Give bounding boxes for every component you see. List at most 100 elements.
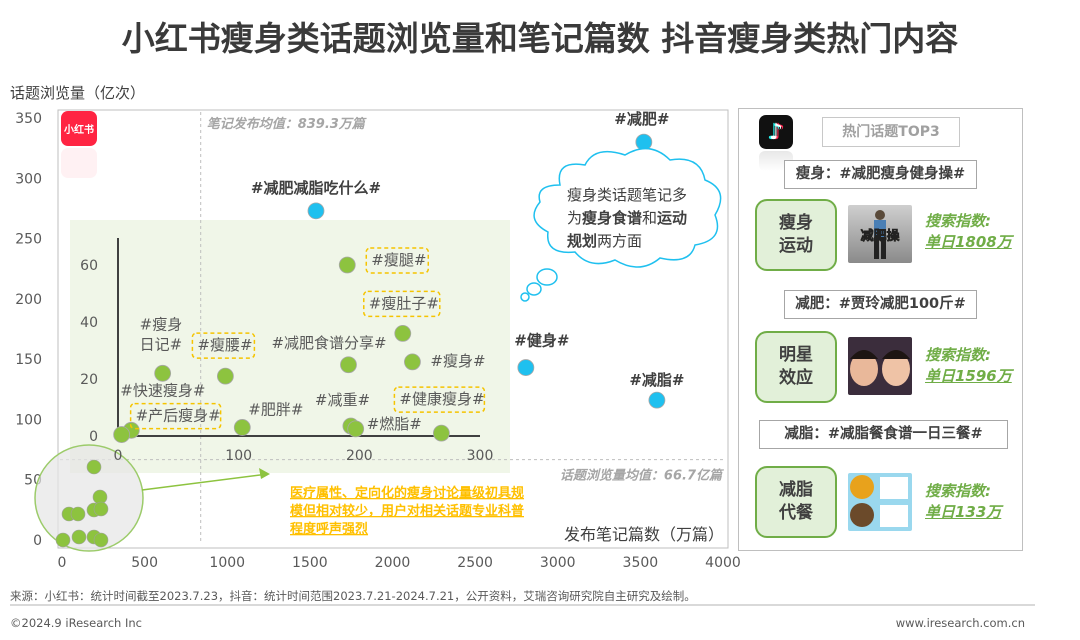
cloud-text-span: 运动 <box>657 209 687 227</box>
data-point[interactable] <box>338 256 356 274</box>
x-tick-label: 3000 <box>540 555 576 571</box>
y-tick-label: 250 <box>15 232 42 248</box>
y-tick-label: 100 <box>15 412 42 428</box>
x-tick-label: 1000 <box>209 555 245 571</box>
point-label: #产后瘦身# <box>136 407 221 425</box>
video-thumbnail-3[interactable] <box>848 473 912 531</box>
cluster-point[interactable] <box>70 506 86 522</box>
data-point[interactable] <box>154 364 172 382</box>
thought-cloud <box>533 147 722 268</box>
point-label: #减肥# <box>614 110 669 128</box>
video-thumbnail-1[interactable]: 减肥操 <box>848 205 912 263</box>
y-tick-label: 0 <box>33 533 42 549</box>
data-point[interactable] <box>432 424 450 442</box>
search-index-2: 搜索指数: 单日1596万 <box>925 345 1012 387</box>
data-point[interactable] <box>347 420 365 438</box>
cluster-point[interactable] <box>86 459 102 475</box>
data-point[interactable] <box>635 133 653 151</box>
y-tick-label: 200 <box>15 292 42 308</box>
topic-title-3: 减脂：#减脂餐食谱一日三餐# <box>759 420 1008 449</box>
x-tick-label: 0 <box>58 555 67 571</box>
point-label: 日记# <box>140 335 183 353</box>
copyright: ©2024.9 iResearch Inc <box>10 616 142 630</box>
point-label: #瘦腰# <box>197 336 252 354</box>
data-point[interactable] <box>404 353 421 371</box>
point-label: #瘦腿# <box>371 251 426 269</box>
logo-reflection <box>61 148 97 178</box>
cloud-text: 为瘦身食谱和运动 <box>567 209 687 227</box>
xiaohongshu-logo-text: 小红书 <box>63 123 94 136</box>
inset-y-tick-label: 20 <box>80 372 98 388</box>
category-line: 代餐 <box>779 503 813 523</box>
y-tick-label: 150 <box>15 352 42 368</box>
y-tick-label: 350 <box>15 111 42 127</box>
data-point[interactable] <box>307 202 325 220</box>
inset-x-tick-label: 100 <box>225 448 252 464</box>
point-label: #减重# <box>315 391 370 409</box>
data-point[interactable] <box>648 391 666 409</box>
mean-label-y: 话题浏览量均值：66.7亿篇 <box>560 468 724 484</box>
x-tick-label: 4000 <box>705 555 741 571</box>
category-line: 效应 <box>779 368 813 388</box>
zoom-arrow <box>141 473 269 491</box>
data-point[interactable] <box>216 367 234 385</box>
data-point[interactable] <box>394 324 412 342</box>
inset-x-tick-label: 200 <box>346 448 373 464</box>
insight-text: 程度呼声强烈 <box>290 521 368 537</box>
cluster-point[interactable] <box>55 532 71 548</box>
x-tick-label: 2500 <box>457 555 493 571</box>
data-point[interactable] <box>233 419 251 436</box>
x-tick-label: 1500 <box>292 555 328 571</box>
point-label: #燃脂# <box>367 415 422 433</box>
meal-icon <box>850 475 908 527</box>
insight-text: 模但相对较少，用户对相关话题专业科普 <box>290 503 524 519</box>
category-line: 明星 <box>779 345 813 365</box>
search-value: 单日1808万 <box>925 233 1012 251</box>
search-label: 搜索指数: <box>925 346 991 364</box>
point-label: #减肥食谱分享# <box>271 334 386 352</box>
category-box-2: 明星效应 <box>755 331 837 403</box>
video-thumbnail-2[interactable] <box>848 337 912 395</box>
point-label: #快速瘦身# <box>120 381 205 399</box>
inset-x-tick-label: 0 <box>114 448 123 464</box>
cloud-bubble <box>536 268 558 286</box>
faces-icon <box>850 350 910 386</box>
point-label: #健身# <box>514 332 569 350</box>
category-line: 减脂 <box>779 480 813 500</box>
point-label: #减肥减脂吃什么# <box>251 179 381 197</box>
data-point[interactable] <box>340 356 357 374</box>
cloud-text-span: 两方面 <box>597 232 642 250</box>
mean-label-x: 笔记发布均值：839.3万篇 <box>207 116 367 132</box>
cloud-text-span: 瘦身类话题笔记多 <box>567 186 687 204</box>
cluster-point[interactable] <box>93 501 109 517</box>
cloud-bubble <box>526 282 542 296</box>
website-link[interactable]: www.iresearch.com.cn <box>895 616 1025 630</box>
data-point[interactable] <box>517 359 535 376</box>
cloud-text-span: 瘦身食谱 <box>582 209 642 227</box>
thumb-caption: 减肥操 <box>860 228 899 244</box>
search-index-3: 搜索指数: 单日133万 <box>925 481 1001 523</box>
y-axis-title: 话题浏览量（亿次） <box>10 84 146 102</box>
search-value: 单日1596万 <box>925 367 1012 385</box>
cloud-text-span: 和 <box>642 209 657 227</box>
y-tick-label: 300 <box>15 171 42 187</box>
inset-y-tick-label: 60 <box>80 258 98 274</box>
inset-x-tick-label: 300 <box>467 448 494 464</box>
data-point[interactable] <box>113 426 131 443</box>
douyin-panel: ♪ 热门话题TOP3 瘦身：#减肥瘦身健身操# 瘦身运动 减肥操 搜索指数: 单… <box>738 108 1023 551</box>
search-label: 搜索指数: <box>925 482 991 500</box>
cluster-point[interactable] <box>71 529 87 545</box>
page-title: 小红书瘦身类话题浏览量和笔记篇数 抖音瘦身类热门内容 <box>121 19 959 58</box>
inset-y-tick-label: 40 <box>80 315 98 331</box>
category-line: 运动 <box>779 236 813 256</box>
x-axis-title: 发布笔记篇数（万篇） <box>564 525 724 544</box>
cluster-point[interactable] <box>93 532 109 548</box>
point-label: #减脂# <box>629 371 684 389</box>
category-line: 瘦身 <box>779 213 813 233</box>
x-tick-label: 500 <box>131 555 158 571</box>
xiaohongshu-logo-icon <box>61 111 97 146</box>
dancer-icon: 减肥操 <box>860 210 900 259</box>
cloud-text: 规划两方面 <box>567 232 642 250</box>
douyin-logo-icon: ♪ <box>759 115 793 149</box>
insight-text: 医疗属性、定向化的瘦身讨论量级初具规 <box>290 485 524 501</box>
